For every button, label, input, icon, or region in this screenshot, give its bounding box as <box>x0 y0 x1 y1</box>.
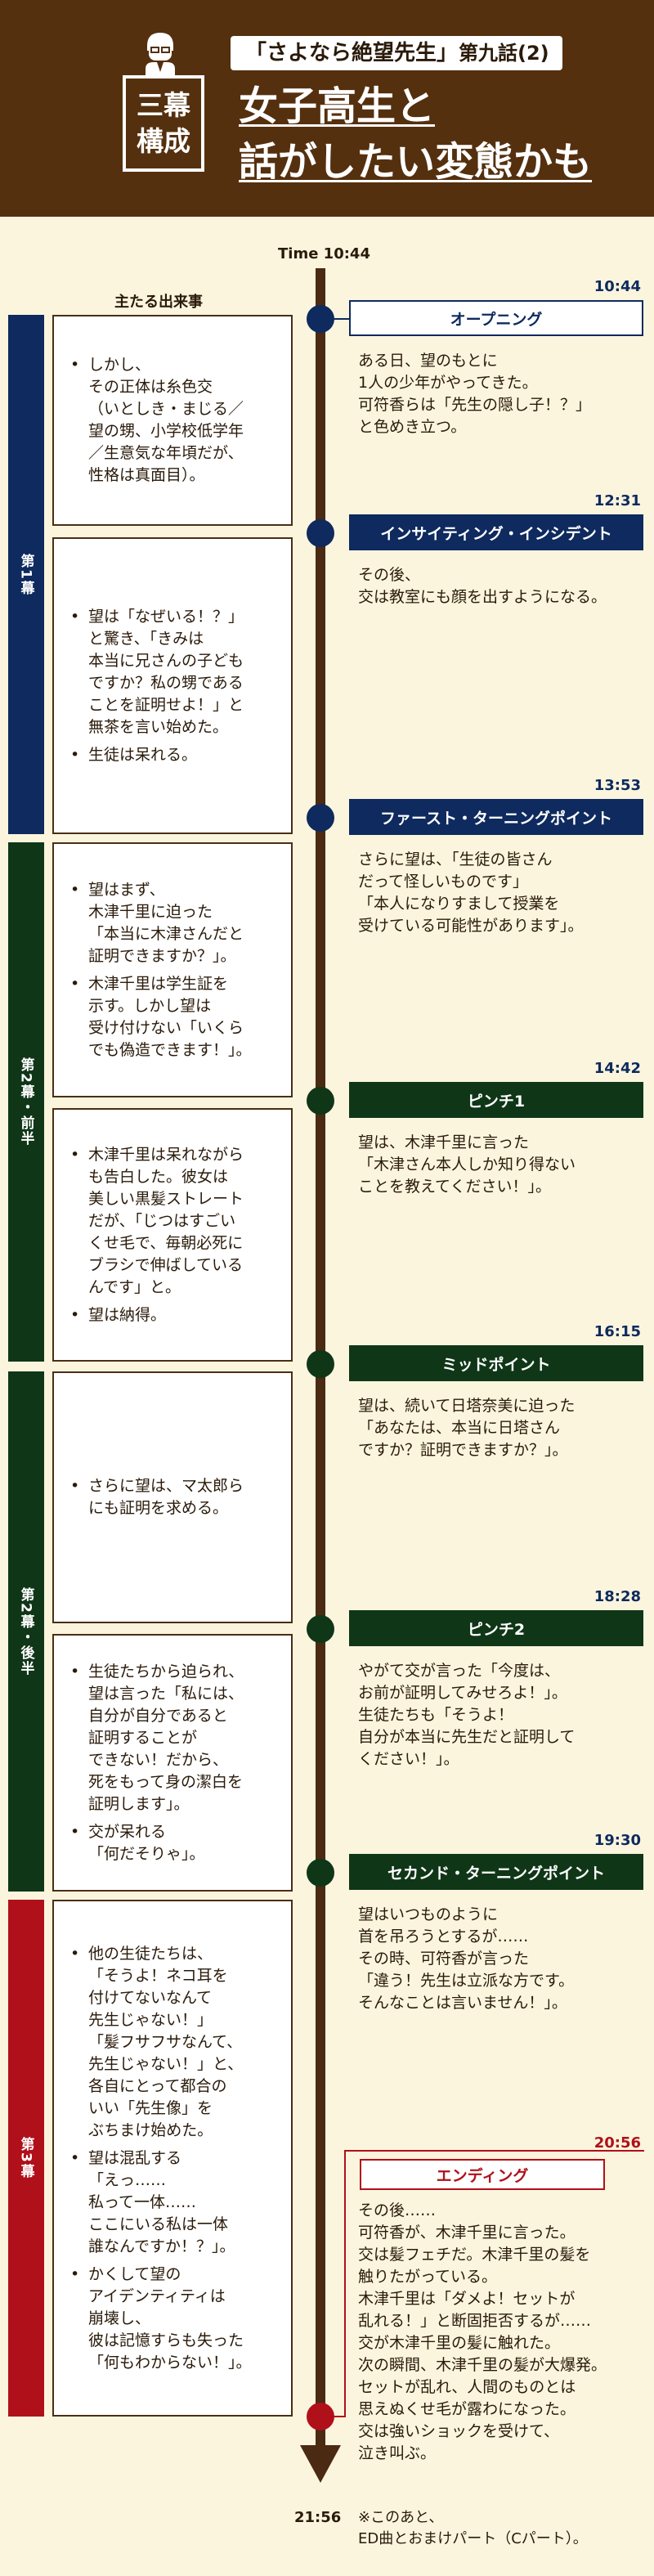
beat-desc: 望はいつものように 首を吊ろうとするが…… その時、可符香が言った 「違う！先生… <box>358 1905 575 2012</box>
event-item: 交が呆れる 「何だそりゃ」。 <box>67 1821 280 1865</box>
event-item: 木津千里は呆れながら も告白した。彼女は 美しい黒髪ストレート だが、「じつはす… <box>67 1144 280 1299</box>
series-title: 「さよなら絶望先生」 <box>231 36 473 70</box>
end-note: ※このあと、 ED曲とおまけパート（Cパート）。 <box>358 2509 588 2547</box>
three-act-badge-line2: 構成 <box>137 125 190 157</box>
beat-desc: やがて交が言った「今度は、 お前が証明してみせろよ！」。 生徒たちも「そうよ！ … <box>358 1662 576 1768</box>
event-item: さらに望は、マ太郎ら にも証明を求める。 <box>67 1475 280 1519</box>
beat-time: 16:15 <box>594 1323 641 1340</box>
event-box-6: 生徒たちから迫られ、 望は言った「私には、 自分が自分であると 証明することが … <box>52 1634 293 1892</box>
event-item: かくして望の アイデンティティは 崩壊し、 彼は記憶すらも失った 「何もわからな… <box>67 2264 280 2374</box>
three-act-badge-line1: 三幕 <box>137 89 190 121</box>
beat-time: 18:28 <box>594 1588 641 1605</box>
episode-title-line1: 女子高生と <box>239 83 436 129</box>
beat-label-inciting-incident: インサイティング・インシデント <box>349 514 643 550</box>
event-box-1: しかし、 その正体は糸色交 （いとしき・まじる／ 望の甥、小学校低学年 ／生意気… <box>52 315 293 526</box>
beat-dot <box>307 1087 334 1115</box>
beat-label-ending: エンディング <box>360 2159 605 2190</box>
author-avatar-icon <box>146 33 175 77</box>
beat-time: 14:42 <box>594 1060 641 1077</box>
act-bar-label: 第3幕 <box>17 2137 34 2179</box>
act-bar-label: 第2幕・後半 <box>17 1586 34 1676</box>
beat-time: 13:53 <box>594 777 641 794</box>
act-bar-label: 第1幕 <box>17 553 34 596</box>
act-bar-label: 第2幕・前半 <box>17 1057 34 1147</box>
act-bar-2b: 第2幕・後半 <box>8 1371 44 1892</box>
event-item: しかし、 その正体は糸色交 （いとしき・まじる／ 望の甥、小学校低学年 ／生意気… <box>67 354 280 487</box>
beat-desc: 望は、続いて日塔奈美に迫った 「あなたは、本当に日塔さん ですか？証明できますか… <box>358 1397 576 1459</box>
beat-dot <box>307 1859 334 1887</box>
beat-desc: ある日、望のもとに 1人の少年がやってきた。 可符香らは「先生の隠し子！？」 と… <box>358 352 592 436</box>
episode-title-line2: 話がしたい変態かも <box>239 139 593 185</box>
act-bar-2a: 第2幕・前半 <box>8 842 44 1362</box>
beat-time: 20:56 <box>594 2134 641 2152</box>
header: 三幕 構成 「さよなら絶望先生」 第九話(2) 女子高生と 話がしたい変態かも <box>0 0 654 217</box>
beat-desc: その後、 交は教室にも顔を出すようになる。 <box>358 566 607 606</box>
beat-dot <box>307 1615 334 1643</box>
event-box-5: さらに望は、マ太郎ら にも証明を求める。 <box>52 1371 293 1623</box>
event-item: 望は混乱する 「えっ…… 私って一体…… ここにいる私は一体 誰なんですか！？」… <box>67 2147 280 2258</box>
event-item: 木津千里は学生証を 示す。しかし望は 受け付けない「いくら でも偽造できます！」… <box>67 973 280 1061</box>
beat-connector <box>320 318 352 320</box>
event-box-7: 他の生徒たちは、 「そうよ！ネコ耳を 付けてないなんて 先生じゃない！」 「髪フ… <box>52 1900 293 2417</box>
event-item: 望はまず、 木津千里に迫った 「本当に木津さんだと 証明できますか？」。 <box>67 879 280 967</box>
event-box-2: 望は「なぜいる！？」 と驚き、「きみは 本当に兄さんの子ども ですか？私の甥であ… <box>52 537 293 834</box>
beat-time: 10:44 <box>594 278 641 295</box>
end-time: 21:56 <box>294 2509 342 2526</box>
beat-label-first-turning-point: ファースト・ターニングポイント <box>349 799 643 835</box>
event-item: 生徒たちから迫られ、 望は言った「私には、 自分が自分であると 証明することが … <box>67 1661 280 1815</box>
beat-label-pinch-1: ピンチ1 <box>349 1082 643 1118</box>
act-bar-1: 第1幕 <box>8 315 44 834</box>
beat-dot <box>307 1350 334 1378</box>
timeline-arrow-icon <box>300 2445 341 2483</box>
episode-label: 第九話(2) <box>446 36 562 70</box>
three-act-badge: 三幕 構成 <box>123 75 204 172</box>
event-box-4: 木津千里は呆れながら も告白した。彼女は 美しい黒髪ストレート だが、「じつはす… <box>52 1108 293 1362</box>
beat-desc: さらに望は、「生徒の皆さん だって怪しいものです」 「本人になりすまして授業を … <box>358 850 584 935</box>
event-item: 望は「なぜいる！？」 と驚き、「きみは 本当に兄さんの子ども ですか？私の甥であ… <box>67 606 280 738</box>
beat-time: 19:30 <box>594 1832 641 1849</box>
act-bar-3: 第3幕 <box>8 1900 44 2417</box>
event-item: 望は納得。 <box>67 1304 280 1326</box>
beat-label-pinch-2: ピンチ2 <box>349 1610 643 1646</box>
beat-desc: その後…… 可符香が、木津千里に言った。 交は髪フェチだ。木津千里の髪を 触りた… <box>358 2201 607 2462</box>
beat-desc: 望は、木津千里に言った 「木津さん本人しか知り得ない ことを教えてください！」。 <box>358 1133 576 1196</box>
start-time: Time 10:44 <box>278 245 370 263</box>
beat-dot <box>307 519 334 547</box>
beat-label-opening: オープニング <box>349 300 643 336</box>
beat-time: 12:31 <box>594 492 641 509</box>
beat-label-second-turning-point: セカンド・ターニングポイント <box>349 1854 643 1890</box>
beat-dot <box>307 2403 334 2430</box>
beat-label-midpoint: ミッドポイント <box>349 1345 643 1381</box>
event-box-3: 望はまず、 木津千里に迫った 「本当に木津さんだと 証明できますか？」。 木津千… <box>52 842 293 1097</box>
beat-dot <box>307 804 334 832</box>
column-header: 主たる出来事 <box>114 294 203 311</box>
event-item: 生徒は呆れる。 <box>67 744 280 766</box>
event-item: 他の生徒たちは、 「そうよ！ネコ耳を 付けてないなんて 先生じゃない！」 「髪フ… <box>67 1943 280 2142</box>
